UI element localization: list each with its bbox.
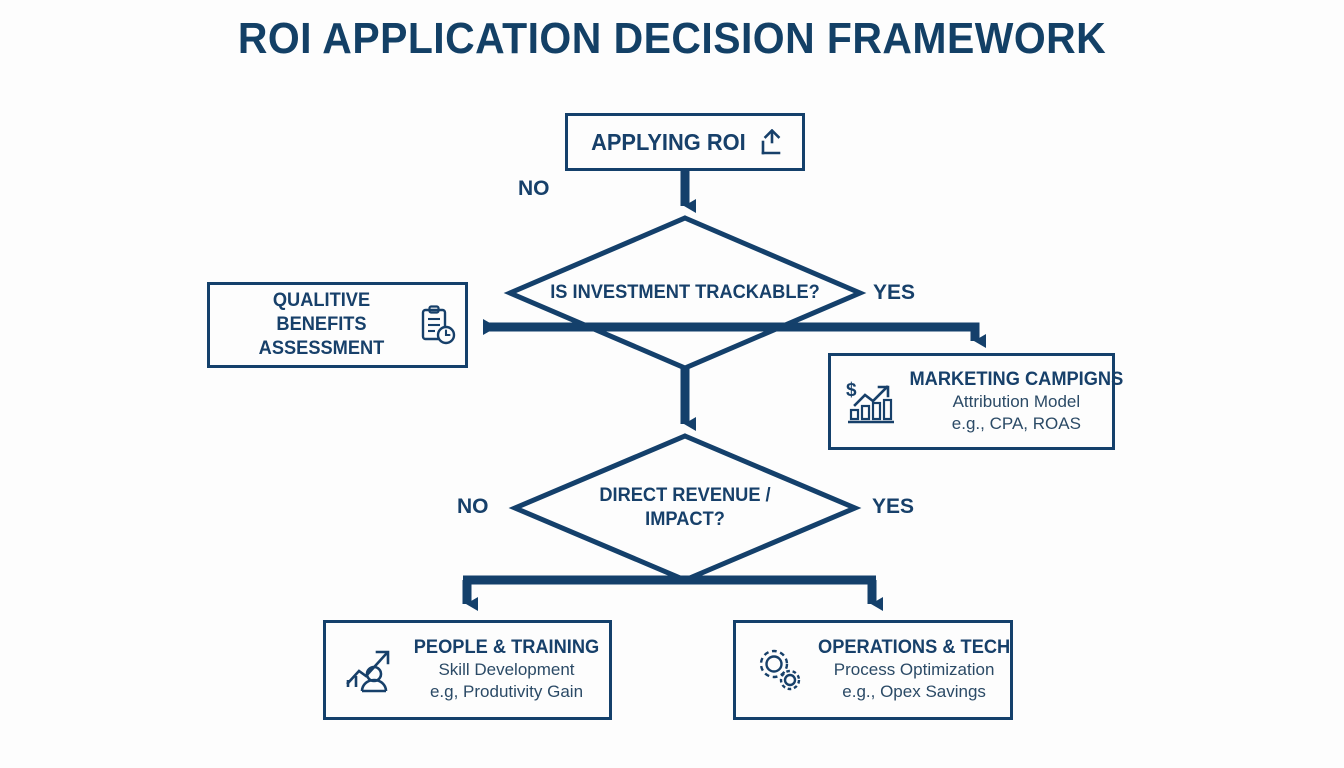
- person-growth-chart-icon: [342, 643, 400, 697]
- branch-label-no-top: NO: [518, 177, 550, 200]
- node-operations-sub1: Process Optimization: [833, 660, 995, 679]
- node-people-title: PEOPLE & TRAINING: [413, 637, 600, 658]
- node-marketing-campaigns[interactable]: $ MARKETING CAMPIGNS Attribution Model e…: [828, 353, 1123, 450]
- decision-revenue-label: DIRECT REVENUE / IMPACT?: [541, 484, 829, 532]
- gears-icon: [752, 643, 810, 697]
- node-applying-roi[interactable]: APPLYING ROI: [565, 113, 805, 171]
- branch-label-yes-trackable: YES: [873, 281, 916, 304]
- node-operations-tech[interactable]: OPERATIONS & TECH Process Optimization e…: [733, 620, 1013, 720]
- decision-revenue-line1: DIRECT REVENUE /: [599, 485, 771, 506]
- node-people-sub2: e.g, Produtivity Gain: [429, 682, 584, 701]
- page-title: ROI APPLICATION DECISION FRAMEWORK: [237, 14, 1107, 63]
- node-people-sub1: Skill Development: [438, 660, 575, 679]
- node-people-training[interactable]: PEOPLE & TRAINING Skill Development e.g,…: [323, 620, 612, 720]
- node-qualitative-benefits[interactable]: QUALITIVE BENEFITS ASSESSMENT: [207, 282, 468, 368]
- node-operations-title: OPERATIONS & TECH: [818, 637, 1011, 658]
- clipboard-clock-icon: [419, 304, 457, 346]
- dollar-bar-chart-growth-icon: $: [843, 376, 899, 428]
- decision-trackable-label: IS INVESTMENT TRACKABLE?: [550, 282, 820, 303]
- node-marketing-sub1: Attribution Model: [952, 391, 1081, 411]
- node-qualitative-label: QUALITIVE BENEFITS ASSESSMENT: [258, 290, 385, 359]
- node-marketing-title: MARKETING CAMPIGNS: [909, 368, 1124, 390]
- node-operations-sub2: e.g., Opex Savings: [842, 682, 986, 701]
- connector-trackable-yes: [830, 322, 986, 348]
- svg-text:$: $: [846, 380, 857, 401]
- branch-label-no-revenue: NO: [457, 495, 489, 518]
- decision-revenue-line2: IMPACT?: [645, 509, 725, 530]
- node-marketing-sub2: e.g., CPA, ROAS: [951, 413, 1081, 433]
- trending-up-arrow-icon: [759, 128, 783, 155]
- node-applying-roi-label: APPLYING ROI: [590, 128, 746, 155]
- branch-label-yes-revenue: YES: [872, 495, 915, 518]
